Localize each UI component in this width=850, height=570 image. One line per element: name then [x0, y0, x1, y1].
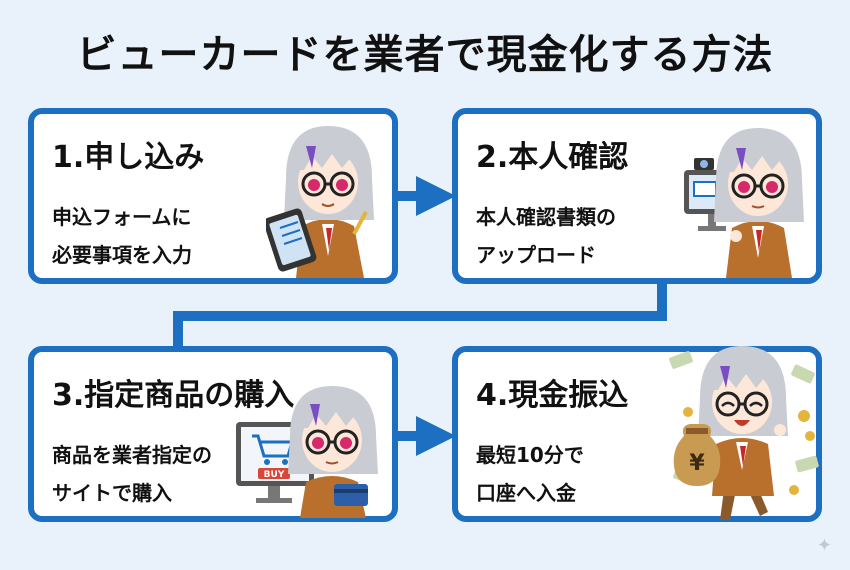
character-illustration: BUY	[236, 386, 378, 518]
character-illustration: ¥	[669, 346, 819, 520]
character-illustration	[684, 128, 804, 278]
step-title: 4.現金振込	[476, 378, 629, 413]
step-description: 商品を業者指定の サイトで購入	[52, 436, 212, 512]
step-card-3: 3.指定商品の購入 商品を業者指定の サイトで購入 BUY	[28, 346, 398, 522]
step-desc-line: 申込フォームに	[52, 205, 192, 229]
page-title: ビューカードを業者で現金化する方法	[76, 32, 774, 78]
buy-button-label: BUY	[264, 470, 285, 480]
step-desc-line: 最短10分で	[476, 443, 584, 467]
sparkle-icon: ✦	[816, 535, 832, 556]
tablet-icon	[266, 208, 317, 272]
money-bag-icon: ¥	[673, 424, 721, 486]
character-illustration	[266, 126, 374, 278]
step-desc-line: 本人確認書類の	[476, 205, 616, 229]
step-title: 2.本人確認	[476, 140, 629, 175]
step-desc-line: 必要事項を入力	[52, 243, 192, 267]
step-title: 1.申し込み	[52, 140, 205, 175]
step-desc-line: 口座へ入金	[476, 481, 576, 505]
yen-symbol: ¥	[689, 451, 705, 476]
step-description: 最短10分で 口座へ入金	[476, 436, 584, 512]
step-description: 申込フォームに 必要事項を入力	[52, 198, 192, 274]
credit-card-icon	[334, 484, 368, 506]
step-desc-line: アップロード	[476, 243, 596, 267]
step-desc-line: サイトで購入	[52, 481, 172, 505]
step-desc-line: 商品を業者指定の	[52, 443, 212, 467]
step-title: 3.指定商品の購入	[52, 378, 295, 413]
connector-2-to-3	[173, 284, 667, 346]
step-card-1: 1.申し込み 申込フォームに 必要事項を入力	[28, 108, 398, 284]
step-card-2: 2.本人確認 本人確認書類の アップロード	[452, 108, 822, 284]
step-card-4: 4.現金振込 最短10分で 口座へ入金	[452, 346, 822, 522]
step-description: 本人確認書類の アップロード	[476, 198, 616, 274]
